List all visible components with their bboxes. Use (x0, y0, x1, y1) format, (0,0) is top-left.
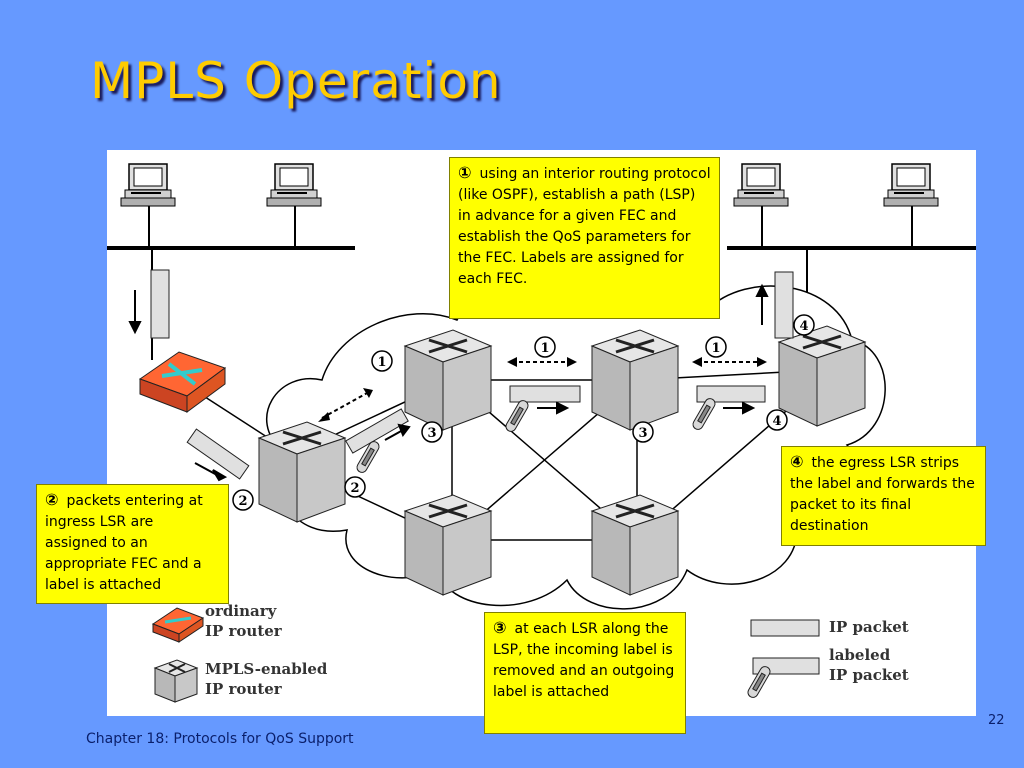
page-number: 22 (988, 713, 1005, 728)
lsr-icon (590, 328, 680, 432)
step-marker-1: 1 (711, 341, 720, 356)
callout-step-4-text: the egress LSR strips the label and forw… (790, 455, 975, 534)
legend-ordinary-label: IP router (205, 622, 283, 640)
step-marker-1: 1 (540, 341, 549, 356)
ingress-lsr-icon (257, 420, 347, 524)
legend-ordinary-label: ordinary (205, 602, 278, 620)
legend-labeled-packet-label: IP packet (829, 666, 909, 684)
legend-ip-packet-label: IP packet (829, 618, 909, 636)
step-marker-3: 3 (638, 426, 647, 441)
legend-mpls-label: IP router (205, 680, 283, 698)
legend: ordinary IP router MPLS-enabled IP route… (151, 602, 909, 703)
lsr-icon (403, 493, 493, 597)
step-marker-3: 3 (427, 426, 436, 441)
callout-step-1-text: using an interior routing protocol (like… (458, 166, 711, 287)
slide-footer: Chapter 18: Protocols for QoS Support (86, 731, 354, 747)
callout-step-3-text: at each LSR along the LSP, the incoming … (493, 621, 675, 700)
legend-labeled-packet-label: labeled (829, 646, 891, 664)
step-marker-1: 1 (377, 355, 386, 370)
egress-lsr-icon (777, 324, 867, 428)
lsr-icon (403, 328, 493, 432)
slide-title: MPLS Operation (90, 52, 502, 110)
step-1-number: ① (458, 163, 472, 182)
legend-mpls-label: MPLS-enabled (205, 660, 328, 678)
step-marker-4: 4 (772, 414, 781, 429)
callout-step-2-text: packets entering at ingress LSR are assi… (45, 493, 203, 593)
step-2-number: ② (45, 490, 59, 509)
ordinary-router-icon (138, 351, 227, 413)
lsr-icon (590, 493, 680, 597)
step-marker-2: 2 (238, 494, 247, 509)
step-4-number: ④ (790, 452, 804, 471)
step-3-number: ③ (493, 618, 507, 637)
step-marker-4: 4 (799, 319, 808, 334)
step-marker-2: 2 (350, 481, 359, 496)
